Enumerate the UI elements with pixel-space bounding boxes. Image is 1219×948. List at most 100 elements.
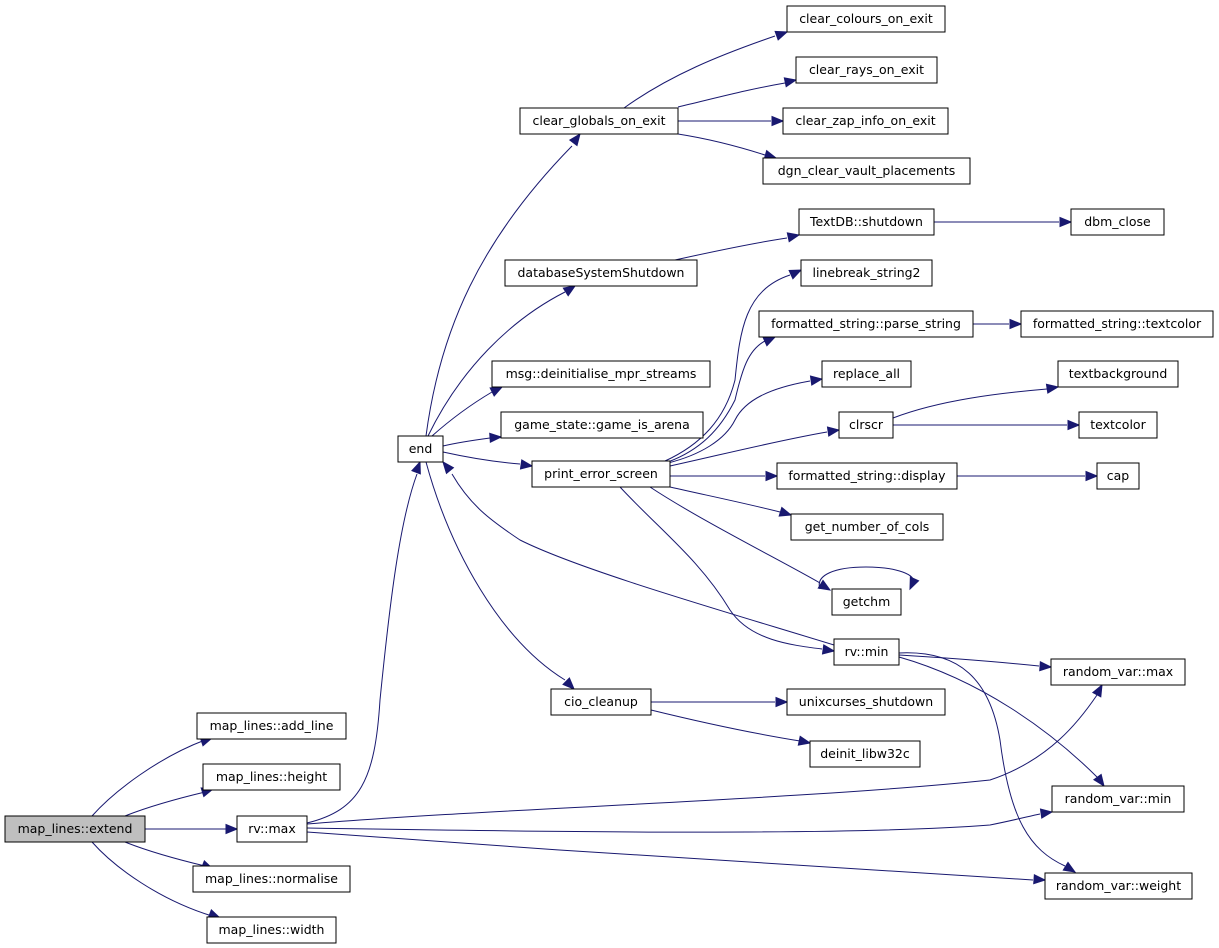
- node-dgn-clear-vault-placements[interactable]: dgn_clear_vault_placements: [762, 157, 971, 185]
- node-textcolor[interactable]: textcolor: [1078, 411, 1158, 439]
- node-textbackground[interactable]: textbackground: [1057, 360, 1179, 388]
- node-random-var-min[interactable]: random_var::min: [1051, 785, 1185, 813]
- edge-rvmin-rvar-max-arrowhead: [1039, 660, 1053, 672]
- edge-clrscr-textcolor: [893, 419, 1081, 431]
- edge-clrscr-textcolor-arrowhead: [1067, 419, 1081, 431]
- svg-text:clear_zap_info_on_exit: clear_zap_info_on_exit: [795, 113, 935, 128]
- edge-end-cio-cleanup: [425, 461, 575, 690]
- edge-end-print-error-arrowhead: [519, 459, 534, 470]
- node-formatted-string-display[interactable]: formatted_string::display: [776, 462, 958, 490]
- node-msg-deinitialise-mpr-streams[interactable]: msg::deinitialise_mpr_streams: [491, 360, 711, 388]
- edge-end-msg-arrowhead: [489, 386, 504, 397]
- edge-pes-parse-string-arrowhead: [762, 336, 777, 347]
- edge-cg-clear-colours-arrowhead: [774, 30, 789, 41]
- edge-textdb-dbm-arrowhead: [1059, 216, 1073, 228]
- edge-rvmax-rvar-max-arrowhead: [1091, 683, 1103, 698]
- edge-rvmax-end: [306, 460, 421, 824]
- node-get-number-of-cols[interactable]: get_number_of_cols: [790, 513, 944, 541]
- svg-text:random_var::min: random_var::min: [1065, 791, 1172, 806]
- edge-extend-normalise: [124, 841, 215, 870]
- node-cap[interactable]: cap: [1096, 462, 1140, 490]
- node-game-is-arena[interactable]: game_state::game_is_arena: [500, 411, 704, 439]
- edge-end-game-arena: [442, 432, 503, 447]
- edge-pes-get-cols: [669, 486, 793, 517]
- edge-cio-deinit-arrowhead: [797, 735, 812, 746]
- edge-rvmax-rvar-weight-arrowhead: [1033, 873, 1047, 885]
- edge-clrscr-textbg: [892, 383, 1060, 419]
- node-formatted-string-textcolor[interactable]: formatted_string::textcolor: [1020, 310, 1214, 338]
- edge-cg-clear-rays-arrowhead: [783, 77, 798, 88]
- edge-rvmin-rvar-weight: [898, 652, 1077, 873]
- edge-extend-rv-max-arrowhead: [225, 823, 239, 835]
- node-clear-globals-on-exit[interactable]: clear_globals_on_exit: [519, 107, 679, 135]
- svg-text:textcolor: textcolor: [1090, 417, 1146, 432]
- node-linebreak-string2[interactable]: linebreak_string2: [800, 259, 933, 287]
- edge-end-cio-cleanup-arrowhead: [562, 677, 575, 690]
- svg-text:random_var::max: random_var::max: [1063, 664, 1173, 679]
- svg-text:databaseSystemShutdown: databaseSystemShutdown: [518, 265, 685, 280]
- edge-rvmax-end-arrowhead: [411, 460, 421, 475]
- node-map-lines-width[interactable]: map_lines::width: [206, 916, 337, 944]
- svg-text:getchm: getchm: [843, 594, 891, 609]
- svg-text:map_lines::extend: map_lines::extend: [18, 821, 133, 836]
- node-end[interactable]: end: [397, 435, 444, 463]
- edge-parse-fs-textcolor-arrowhead: [1009, 318, 1023, 330]
- svg-text:msg::deinitialise_mpr_streams: msg::deinitialise_mpr_streams: [506, 366, 697, 381]
- svg-text:map_lines::height: map_lines::height: [216, 769, 327, 784]
- node-dbm-close[interactable]: dbm_close: [1070, 208, 1165, 236]
- edge-rvmax-rvar-max: [306, 683, 1103, 825]
- node-formatted-string-parse-string[interactable]: formatted_string::parse_string: [758, 310, 974, 338]
- node-database-system-shutdown[interactable]: databaseSystemShutdown: [504, 259, 698, 287]
- svg-text:map_lines::add_line: map_lines::add_line: [210, 718, 334, 733]
- node-map-lines-add-line[interactable]: map_lines::add_line: [196, 712, 347, 740]
- edge-end-print-error: [442, 451, 534, 470]
- edge-pes-get-cols-arrowhead: [778, 506, 793, 517]
- edge-pes-parse-string: [667, 336, 777, 463]
- edge-clrscr-textbg-arrowhead: [1045, 383, 1060, 394]
- edge-pes-replace-all-arrowhead: [809, 375, 824, 386]
- svg-text:deinit_libw32c: deinit_libw32c: [820, 746, 910, 761]
- svg-text:clear_globals_on_exit: clear_globals_on_exit: [532, 113, 665, 128]
- edge-cio-unixcurses: [651, 696, 789, 708]
- edge-db-textdb-arrowhead: [786, 232, 801, 243]
- edge-extend-rv-max: [145, 823, 239, 835]
- svg-text:formatted_string::textcolor: formatted_string::textcolor: [1033, 316, 1202, 331]
- edge-pes-linebreak: [664, 269, 803, 462]
- svg-text:rv::max: rv::max: [248, 821, 296, 836]
- node-unixcurses-shutdown[interactable]: unixcurses_shutdown: [786, 688, 946, 716]
- node-rv-max[interactable]: rv::max: [236, 815, 308, 843]
- node-deinit-libw32c[interactable]: deinit_libw32c: [809, 740, 921, 768]
- node-clear-colours-on-exit[interactable]: clear_colours_on_exit: [786, 5, 946, 33]
- node-clrscr[interactable]: clrscr: [838, 411, 894, 439]
- node-clear-zap-info-on-exit[interactable]: clear_zap_info_on_exit: [782, 107, 949, 135]
- node-map-lines-normalise[interactable]: map_lines::normalise: [192, 865, 351, 893]
- node-map-lines-height[interactable]: map_lines::height: [202, 763, 341, 791]
- edge-getchm-self: [818, 566, 920, 591]
- edge-cg-clear-rays: [677, 77, 798, 108]
- svg-text:formatted_string::display: formatted_string::display: [788, 468, 946, 483]
- node-getchm[interactable]: getchm: [831, 588, 902, 616]
- edge-rvmin-rvar-weight-arrowhead: [1062, 861, 1077, 873]
- node-clear-rays-on-exit[interactable]: clear_rays_on_exit: [795, 56, 938, 84]
- edge-end-clear-globals: [425, 132, 581, 437]
- svg-text:linebreak_string2: linebreak_string2: [812, 265, 920, 280]
- edge-rvmin-rvar-min-arrowhead: [1092, 773, 1105, 788]
- node-random-var-weight[interactable]: random_var::weight: [1044, 872, 1193, 900]
- edge-end-game-arena-arrowhead: [489, 432, 503, 444]
- call-nodes: map_lines::extend map_lines::add_line ma…: [4, 5, 1214, 944]
- svg-text:print_error_screen: print_error_screen: [544, 466, 658, 481]
- node-rv-min[interactable]: rv::min: [833, 638, 900, 666]
- edge-parse-fs-textcolor: [973, 318, 1023, 330]
- edge-end-database-arrowhead: [562, 285, 577, 297]
- edge-display-cap-arrowhead: [1085, 470, 1099, 482]
- node-map-lines-extend[interactable]: map_lines::extend: [4, 815, 146, 843]
- node-replace-all[interactable]: replace_all: [821, 360, 912, 388]
- edge-rvmin-rvar-max: [898, 654, 1053, 672]
- svg-text:clrscr: clrscr: [849, 417, 884, 432]
- edge-textdb-dbm: [934, 216, 1073, 228]
- node-print-error-screen[interactable]: print_error_screen: [531, 460, 671, 488]
- node-textdb-shutdown[interactable]: TextDB::shutdown: [798, 208, 935, 236]
- node-random-var-max[interactable]: random_var::max: [1050, 658, 1186, 686]
- node-cio-cleanup[interactable]: cio_cleanup: [550, 688, 652, 716]
